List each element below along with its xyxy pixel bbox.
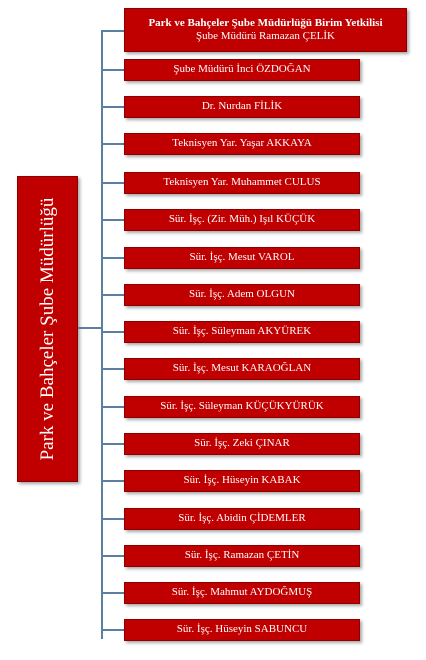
staff-branch [101, 480, 124, 482]
staff-branch [101, 518, 124, 520]
head-branch [101, 30, 124, 32]
staff-box: Sür. İşç. (Zir. Müh.) Işıl KÜÇÜK [124, 209, 360, 231]
root-connector [78, 327, 102, 329]
head-title: Park ve Bahçeler Şube Müdürlüğü Birim Ye… [148, 16, 383, 29]
staff-branch [101, 257, 124, 259]
staff-name: Sür. İşç. Hüseyin KABAK [183, 474, 301, 487]
staff-name: Şube Müdürü İnci ÖZDOĞAN [173, 63, 311, 76]
staff-box: Sür. İşç. Adem OLGUN [124, 284, 360, 306]
staff-box: Sür. İşç. Mesut KARAOĞLAN [124, 358, 360, 380]
staff-branch [101, 143, 124, 145]
staff-name: Sür. İşç. Adem OLGUN [188, 288, 296, 301]
staff-name: Sür. İşç. Hüseyin SABUNCU [176, 623, 308, 636]
staff-branch [101, 629, 124, 631]
staff-box: Sür. İşç. Hüseyin SABUNCU [124, 619, 360, 641]
staff-branch [101, 106, 124, 108]
staff-branch [101, 69, 124, 71]
staff-box: Teknisyen Yar. Yaşar AKKAYA [124, 133, 360, 155]
staff-branch [101, 555, 124, 557]
staff-name: Sür. İşç. Mesut KARAOĞLAN [172, 362, 312, 375]
staff-branch [101, 182, 124, 184]
head-name: Şube Müdürü Ramazan ÇELİK [196, 30, 335, 42]
staff-name: Sür. İşç. Abidin ÇİDEMLER [178, 512, 306, 525]
staff-branch [101, 406, 124, 408]
staff-name: Sür. İşç. (Zir. Müh.) Işıl KÜÇÜK [168, 213, 316, 226]
staff-name: Sür. İşç. Zeki ÇINAR [194, 437, 290, 450]
staff-branch [101, 219, 124, 221]
staff-name: Teknisyen Yar. Muhammet CULUS [163, 176, 321, 189]
staff-box: Teknisyen Yar. Muhammet CULUS [124, 172, 360, 194]
staff-box: Sür. İşç. Süleyman KÜÇÜKYÜRÜK [124, 396, 360, 418]
staff-box: Sür. İşç. Abidin ÇİDEMLER [124, 508, 360, 530]
staff-branch [101, 592, 124, 594]
head-box: Park ve Bahçeler Şube Müdürlüğü Birim Ye… [124, 8, 407, 52]
staff-branch [101, 294, 124, 296]
staff-name: Teknisyen Yar. Yaşar AKKAYA [172, 137, 312, 150]
staff-branch [101, 443, 124, 445]
staff-box: Sür. İşç. Hüseyin KABAK [124, 470, 360, 492]
staff-box: Şube Müdürü İnci ÖZDOĞAN [124, 59, 360, 81]
staff-box: Sür. İşç. Mahmut AYDOĞMUŞ [124, 582, 360, 604]
staff-branch [101, 331, 124, 333]
staff-name: Sür. İşç. Süleyman KÜÇÜKYÜRÜK [160, 400, 324, 413]
staff-box: Sür. İşç. Zeki ÇINAR [124, 433, 360, 455]
staff-name: Sür. İşç. Ramazan ÇETİN [184, 549, 300, 562]
staff-box: Sür. İşç. Süleyman AKYÜREK [124, 321, 360, 343]
root-department-label: Park ve Bahçeler Şube Müdürlüğü [36, 197, 58, 461]
staff-name: Sür. İşç. Mesut VAROL [189, 251, 295, 264]
staff-branch [101, 368, 124, 370]
staff-name: Dr. Nurdan FİLİK [201, 100, 283, 113]
staff-box: Sür. İşç. Ramazan ÇETİN [124, 545, 360, 567]
trunk-line [101, 30, 103, 639]
root-department-box: Park ve Bahçeler Şube Müdürlüğü [17, 176, 78, 482]
staff-box: Sür. İşç. Mesut VAROL [124, 247, 360, 269]
staff-name: Sür. İşç. Süleyman AKYÜREK [172, 325, 312, 338]
staff-name: Sür. İşç. Mahmut AYDOĞMUŞ [171, 586, 313, 599]
staff-box: Dr. Nurdan FİLİK [124, 96, 360, 118]
